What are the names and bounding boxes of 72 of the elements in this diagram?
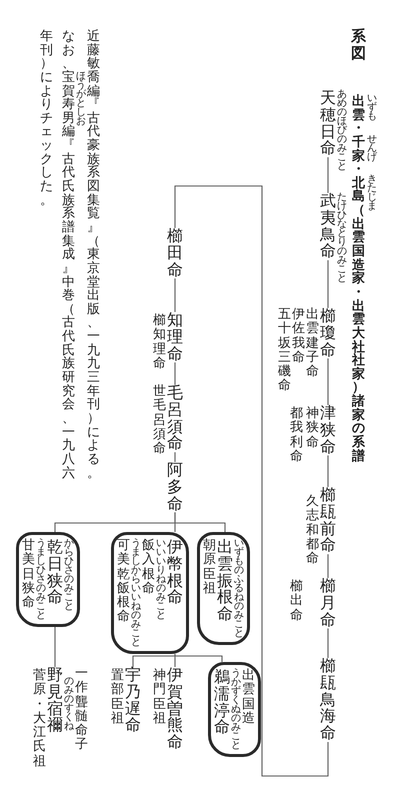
diagram-heading: 出雲・千家・北島（出雲国造家・出雲大社社家）諸家の系譜: [352, 95, 365, 464]
name-text: 伊幣根命: [167, 539, 183, 606]
lineage-line: [327, 260, 329, 308]
reading-ruby: からひさのみこと: [64, 539, 74, 611]
lineage-line: [327, 358, 329, 405]
lineage-line: [132, 654, 176, 667]
name-text: 櫛田命: [167, 228, 183, 278]
reading-ruby: のみのすくね: [64, 677, 74, 731]
reading-ruby: たけひなとりのみこと: [337, 193, 347, 283]
lineage-line: [174, 452, 176, 462]
alias-text: 出雲建子命: [306, 308, 319, 380]
lineage-line: [174, 654, 223, 662]
reading-ruby: いずものふるねのみこと: [234, 539, 244, 638]
alias-text: 五十坂三磯命: [278, 308, 291, 394]
note-text: なお、宝賀寿男編『古代氏族系譜集成』中巻（古代氏族研究会、一九八六年刊）によりチェックした。: [40, 30, 75, 482]
alias-text: 都我利命: [290, 407, 303, 464]
lineage-line: [174, 362, 176, 385]
diagram-title: 系図: [351, 28, 366, 61]
lineage-line: [327, 157, 329, 193]
alias-text: 菅原・大江氏祖: [33, 669, 46, 770]
reading-ruby: いいいりねのみこと: [156, 539, 166, 620]
alias-text: 飯入根命: [142, 539, 155, 596]
circled-group: [16, 532, 80, 627]
alias-text: 出雲国造: [242, 669, 255, 726]
name-text: 乾日狭命: [47, 539, 63, 606]
alias-text: 置部臣祖: [111, 669, 124, 726]
alias-text: 世毛呂須命: [153, 385, 166, 456]
name-text: 櫛瓺前命: [320, 487, 336, 554]
circled-group: [111, 532, 189, 654]
name-text: 櫛瓺鳥海命: [320, 658, 336, 742]
alias-text: 一作聾髄命子: [75, 667, 88, 753]
alias-text: 櫛知理命: [153, 314, 166, 372]
lineage-line: [327, 628, 329, 658]
alias-text: 甘美日狭命: [22, 539, 35, 610]
name-text: 宇乃遅命: [125, 667, 141, 734]
lineage-line: [327, 554, 329, 578]
reading-ruby: うましひさのみこと: [36, 539, 46, 620]
lineage-line: [54, 627, 56, 667]
alias-text: 伊佐我命: [292, 308, 305, 366]
name-text: 武夷鳥命: [320, 193, 336, 260]
lineage-line: [327, 455, 329, 487]
reading-ruby: いずも: [367, 94, 377, 121]
name-text: 出雲振根命: [217, 539, 233, 623]
reading-ruby: ほうがとしお: [76, 72, 86, 126]
alias-text: 神狭命: [306, 407, 319, 450]
circled-group: [208, 662, 261, 757]
name-text: 鵜濡渟命: [214, 669, 230, 736]
name-text: 津狭命: [320, 405, 336, 456]
alias-text: 朝原臣祖: [203, 539, 216, 596]
reading-ruby: うかずくぬのみこと: [231, 669, 241, 750]
name-text: 阿多命: [167, 462, 183, 512]
name-text: 櫛月命: [320, 578, 336, 628]
alias-text: 神門臣祖: [153, 669, 166, 726]
reading-ruby: うましからいいねのみこと: [131, 539, 141, 647]
note-text: 近藤敏喬編『古代豪族系図集覧』（東京堂出版、一九九三年刊）による。: [87, 30, 100, 480]
lineage-line: [174, 185, 329, 777]
name-text: 天穂日命: [320, 90, 336, 158]
lineage-line: [174, 278, 176, 312]
name-text: 知理命: [167, 312, 183, 362]
name-text: 伊賀曽熊命: [167, 667, 183, 751]
lineage-line: [54, 512, 176, 532]
name-text: 野見宿禰: [47, 667, 63, 734]
reading-ruby: あめのほびのみこと: [337, 90, 347, 171]
circled-group: [197, 532, 250, 645]
reading-ruby: きたじま: [367, 175, 377, 211]
alias-text: 可美乾飯根命: [117, 539, 130, 625]
lineage-line: [174, 654, 176, 667]
alias-text: 久志和都命: [306, 495, 319, 566]
alias-text: 櫛出命: [290, 580, 303, 623]
name-text: 櫛瓊命: [320, 308, 336, 358]
name-text: 毛呂須命: [167, 385, 183, 452]
reading-ruby: せんげ: [367, 135, 377, 162]
